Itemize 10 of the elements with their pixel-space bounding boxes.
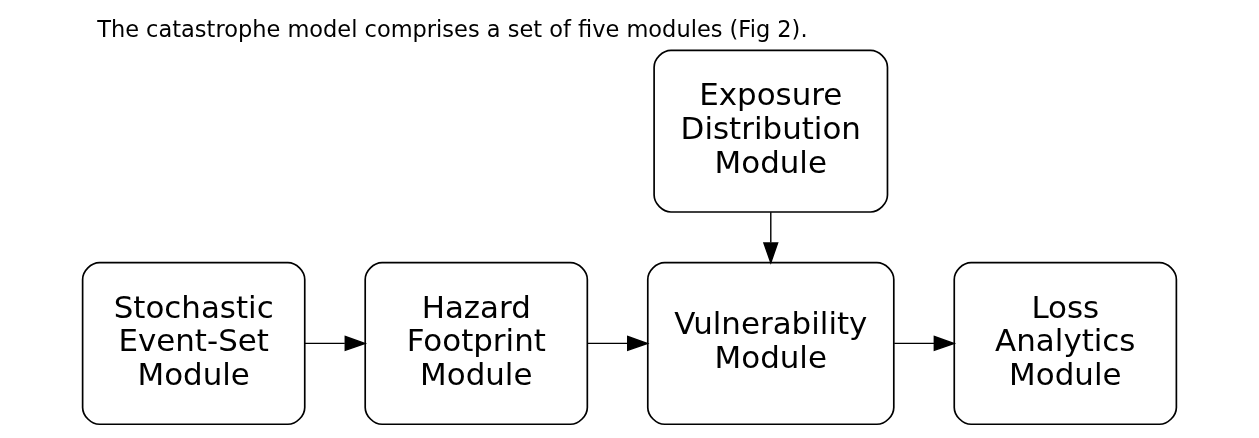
node-box: Loss Analytics Module	[953, 261, 1178, 426]
node-box: Vulnerability Module	[646, 261, 895, 426]
arrow	[762, 211, 779, 265]
node-box: Hazard Footprint Module	[364, 261, 589, 426]
arrow	[893, 335, 957, 352]
node-box: Stochastic Event-Set Module	[81, 261, 306, 426]
arrow	[304, 335, 368, 352]
node-box: Exposure Distribution Module	[653, 49, 889, 213]
arrow	[586, 335, 650, 352]
diagram-title: The catastrophe model comprises a set of five modules (Fig 2).	[97, 16, 808, 43]
